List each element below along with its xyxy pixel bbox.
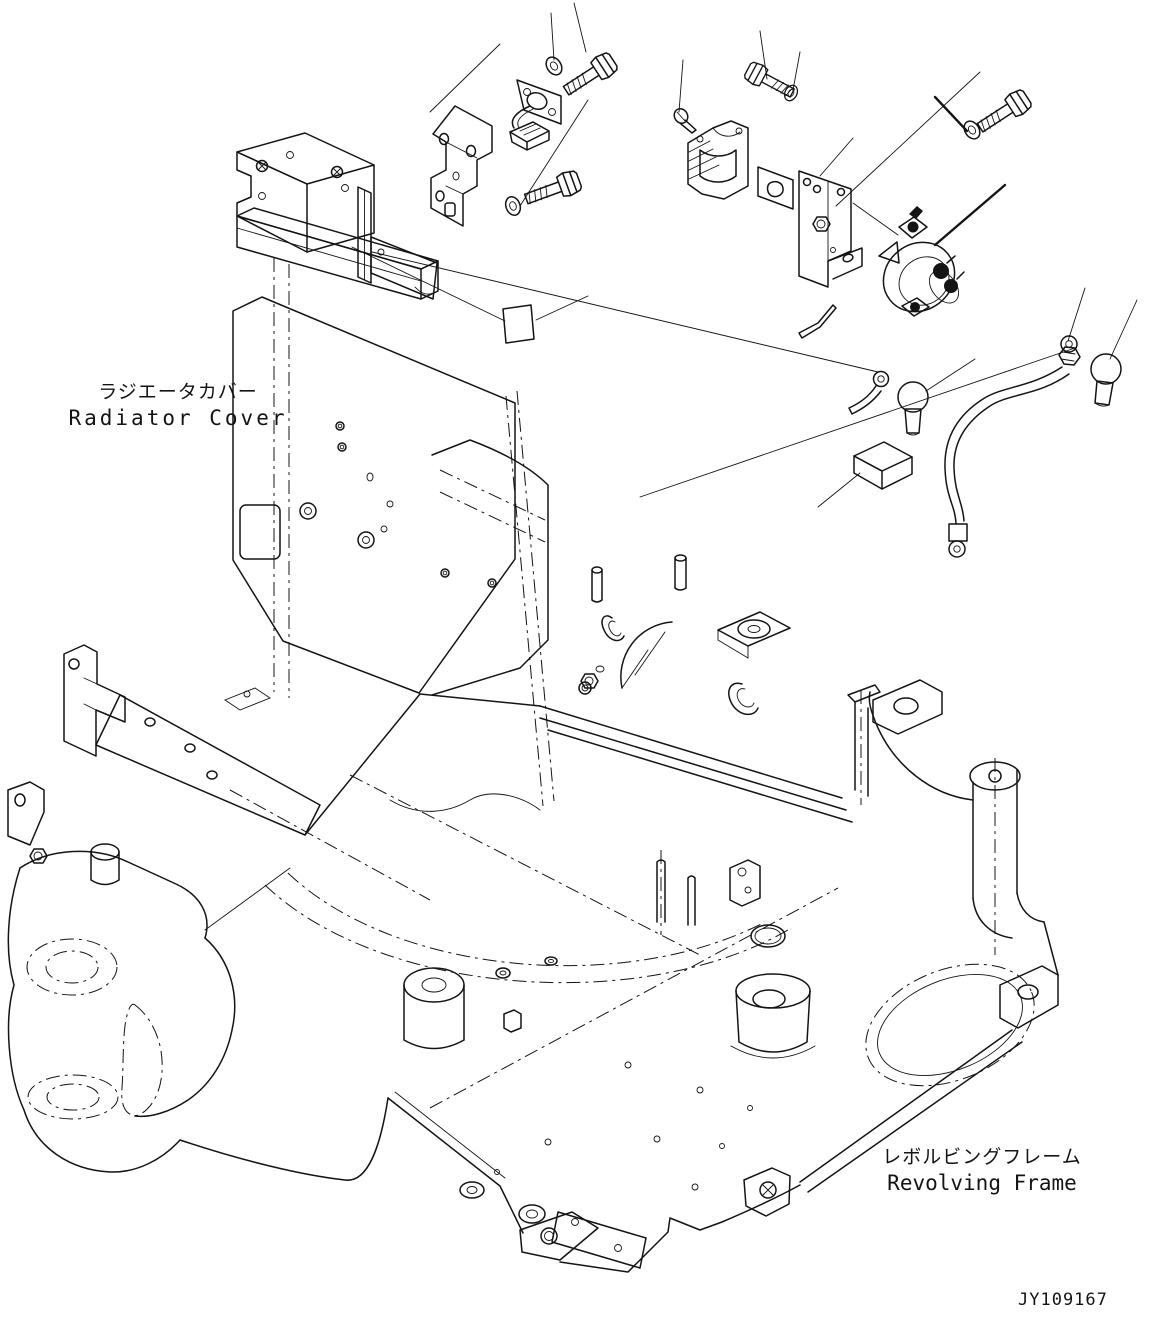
radiator-cover-assembly — [232, 132, 555, 807]
drawing-number: JY109167 — [1018, 1290, 1108, 1310]
battery-relay — [878, 206, 965, 317]
hex-bolt-3 — [972, 86, 1035, 139]
relay-mounting-bracket — [798, 170, 863, 339]
revolving-frame-label-jp: レボルビングフレーム — [882, 1146, 1082, 1168]
revolving-frame-label: レボルビングフレーム Revolving Frame — [876, 1146, 1088, 1196]
connector-plate-with-sensor — [509, 79, 562, 151]
fastener-group-top-left — [430, 49, 621, 344]
connector-block — [853, 441, 913, 490]
hood-panel — [431, 439, 549, 696]
z-mounting-bracket — [430, 105, 493, 227]
gasket-plate — [757, 166, 794, 210]
radiator-cover-label: ラジエータカバー Radiator Cover — [60, 381, 296, 431]
terminal-cap-2 — [1090, 353, 1122, 407]
fastener-group-middle — [673, 59, 863, 339]
revolving-frame — [7, 554, 1059, 1273]
revolving-frame-label-en: Revolving Frame — [887, 1170, 1077, 1195]
terminal-cap-1 — [897, 381, 929, 436]
cable-group — [848, 335, 1122, 558]
hex-bolt-1 — [558, 49, 621, 102]
hex-bolt-2 — [521, 167, 584, 212]
washer-2 — [502, 193, 524, 219]
machine-screw — [673, 107, 697, 134]
radiator-cover-label-jp: ラジエータカバー — [98, 381, 258, 403]
cover-patch-plate — [502, 304, 535, 344]
leader-lines — [351, 2, 1138, 508]
battery-relay-group — [878, 86, 1035, 317]
battery-cable-left — [848, 370, 890, 415]
battery-cable-right — [944, 335, 1081, 558]
washer-4 — [781, 82, 801, 104]
washer-1 — [542, 53, 566, 79]
relay-cover — [687, 120, 749, 200]
radiator-cover-label-en: Radiator Cover — [68, 405, 288, 430]
